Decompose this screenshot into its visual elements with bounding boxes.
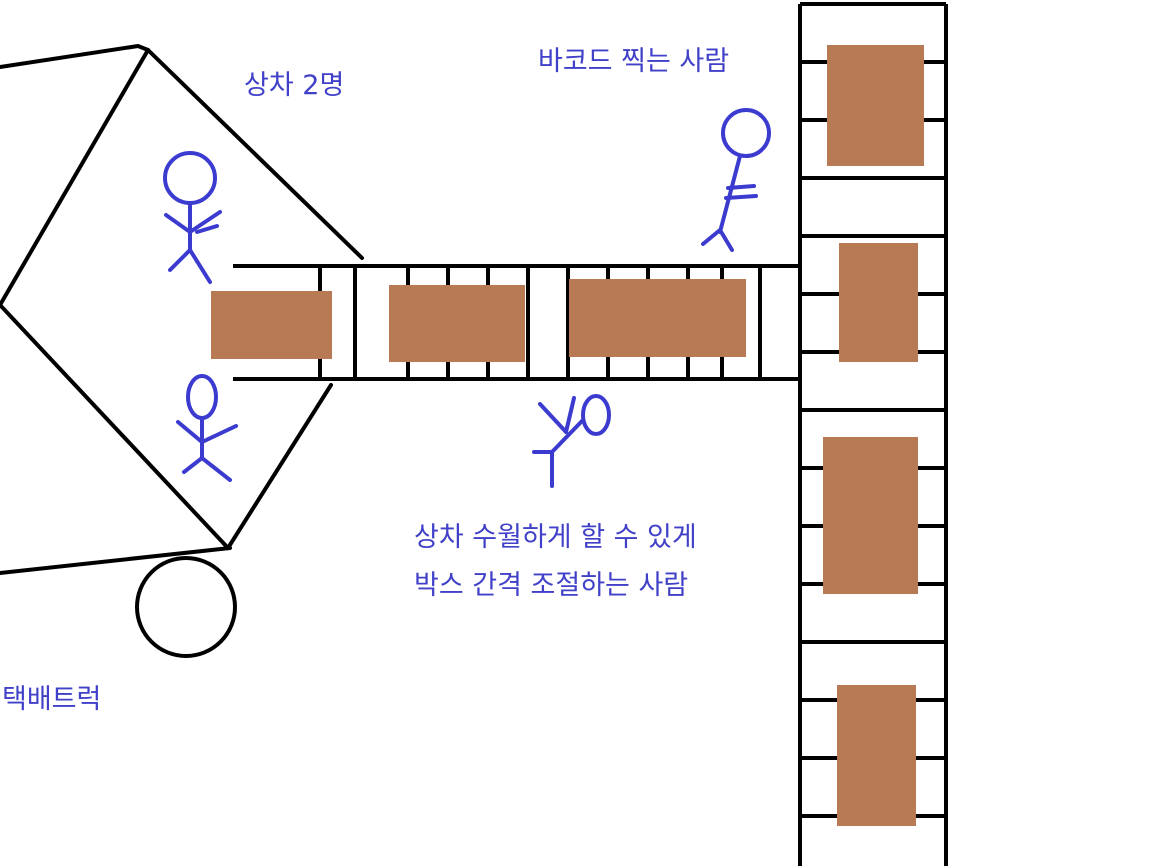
- person-body: [550, 418, 585, 454]
- truck-roof-line: [0, 44, 150, 69]
- person-head: [721, 108, 771, 158]
- person-legs: [182, 455, 232, 482]
- truck-left-diagonal-lower: [0, 303, 230, 550]
- parcel-box: [569, 279, 746, 357]
- person-head: [581, 394, 611, 436]
- truck-bottom-line: [0, 546, 232, 575]
- person-head: [186, 374, 218, 420]
- loader-person-bottom: [176, 374, 238, 482]
- person-arms: [724, 184, 758, 200]
- person-head: [163, 151, 217, 205]
- truck-right-diagonal-lower: [226, 383, 333, 550]
- person-arms: [164, 210, 222, 235]
- person-legs: [168, 246, 212, 284]
- truck-wheel: [135, 556, 237, 658]
- truck-right-diagonal-upper: [146, 48, 364, 260]
- vertical-boxes: [823, 45, 924, 826]
- person-arm-extra: [195, 224, 219, 234]
- parcel-box: [389, 285, 525, 362]
- person-arms: [176, 420, 238, 445]
- person-legs: [532, 450, 554, 488]
- parcel-box: [823, 437, 918, 594]
- person-body: [718, 154, 742, 234]
- truck-left-diagonal-upper: [0, 48, 150, 307]
- delivery-truck: [0, 44, 364, 658]
- person-legs: [701, 226, 734, 252]
- loader-person-top: [163, 151, 222, 284]
- parcel-box: [827, 45, 924, 166]
- barcode-person-label: 바코드 찍는 사람: [538, 46, 730, 77]
- horizontal-boxes: [211, 279, 746, 362]
- loaders-label: 상차 2명: [244, 70, 345, 101]
- barcode-person: [701, 108, 771, 252]
- spacing-person-label-line1: 상차 수월하게 할 수 있게: [414, 522, 697, 553]
- spacing-person-label-line2: 박스 간격 조절하는 사람: [414, 570, 689, 601]
- parcel-box: [839, 243, 918, 362]
- parcel-box: [837, 685, 916, 826]
- spacing-person: [532, 394, 611, 488]
- person-arms: [538, 396, 576, 434]
- parcel-box: [211, 291, 332, 359]
- truck-label: 택배트럭: [2, 684, 102, 715]
